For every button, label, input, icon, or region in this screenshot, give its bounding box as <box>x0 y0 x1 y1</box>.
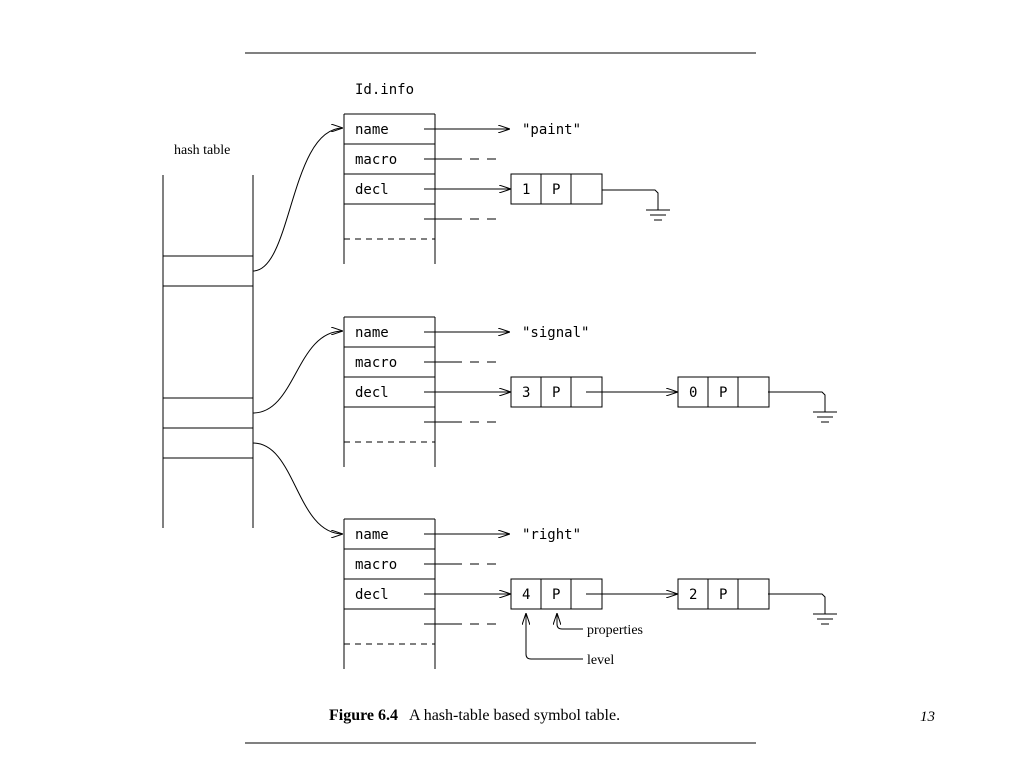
field-label-macro: macro <box>355 355 397 371</box>
level-label: level <box>587 653 614 668</box>
ground-symbol-3 <box>768 594 837 624</box>
idinfo-label: Id.info <box>355 82 414 98</box>
ground-symbols <box>602 190 837 624</box>
properties-label: properties <box>587 623 643 638</box>
decl-prop: P <box>552 587 560 603</box>
bucket-link-signal <box>253 331 343 413</box>
decl-level: 1 <box>522 182 530 198</box>
bucket-link-paint <box>253 128 343 271</box>
field-label-decl: decl <box>355 182 389 198</box>
decl-prop: P <box>552 385 560 401</box>
decl-level: 0 <box>689 385 697 401</box>
field-label-decl: decl <box>355 385 389 401</box>
caption-label: Figure 6.4 <box>329 707 398 724</box>
field-label-macro: macro <box>355 152 397 168</box>
annotation-pointers <box>526 613 583 659</box>
field-label-macro: macro <box>355 557 397 573</box>
page-number: 13 <box>920 709 935 725</box>
decl-level: 2 <box>689 587 697 603</box>
field-label-decl: decl <box>355 587 389 603</box>
name-value: "paint" <box>522 122 581 138</box>
decl-level: 4 <box>522 587 530 603</box>
bucket-link-right <box>253 443 343 534</box>
name-value: "right" <box>522 527 581 543</box>
decl-prop: P <box>719 385 727 401</box>
properties-pointer <box>557 613 583 629</box>
decl-level: 3 <box>522 385 530 401</box>
decl-prop: P <box>552 182 560 198</box>
field-label-name: name <box>355 325 389 341</box>
level-pointer <box>526 613 583 659</box>
ground-symbol-2 <box>768 392 837 422</box>
figure-caption: Figure 6.4 A hash-table based symbol tab… <box>329 707 620 724</box>
ground-symbol-1 <box>602 190 670 220</box>
bucket-links <box>253 128 343 534</box>
hash-table <box>163 175 253 528</box>
field-label-name: name <box>355 527 389 543</box>
decl-prop: P <box>719 587 727 603</box>
caption-text: A hash-table based symbol table. <box>409 707 620 724</box>
hash-table-label: hash table <box>174 143 230 158</box>
svg-text:Figure 6.4 A hash-table: Figure 6.4 A hash-table based symbol tab… <box>329 707 620 724</box>
name-value: "signal" <box>522 325 589 341</box>
field-label-name: name <box>355 122 389 138</box>
